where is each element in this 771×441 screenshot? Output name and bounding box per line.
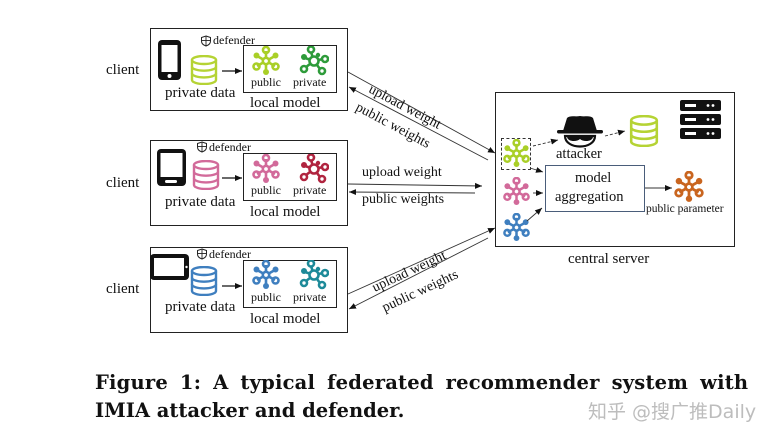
figure-caption-line2: IMIA attacker and defender. [95,399,405,422]
public-label-2: public [251,183,281,197]
defender-label-3: defender [209,247,251,261]
tablet-landscape-icon [150,254,189,280]
private-model-icon [299,154,329,184]
shield-icon [197,248,207,260]
private-data-label-3: private data [165,299,236,315]
public-model-icon [252,154,280,184]
uploaded-model-icon [503,213,530,242]
local-model-label-1: local model [250,95,321,111]
central-server-label: central server [568,251,650,267]
uploaded-model-icon [503,139,530,168]
smartphone-icon [158,40,181,80]
aggregation-label-line2: aggregation [555,189,624,205]
private-label-1: private [293,75,327,89]
aggregation-label-line1: model [575,170,612,186]
attacker-icon [557,116,603,148]
shield-icon [197,141,207,153]
client-label-2: client [106,175,140,191]
figure-caption-line1: Figure 1: A typical federated recommende… [95,371,749,394]
upload-arrow-2 [347,182,483,189]
local-model-label-2: local model [250,204,321,220]
upload-arrow-3 [347,227,496,295]
download-arrow-3 [348,237,489,310]
uploaded-model-icon [503,177,530,206]
shield-icon [201,35,211,47]
attacker-label: attacker [556,146,602,162]
selected-model-dashed-box [501,138,531,170]
tablet-icon [157,149,186,186]
watermark: 知乎 @搜广推Daily [588,401,757,423]
private-model-icon [299,260,329,290]
client-label-1: client [106,62,140,78]
public-label-3: public [251,290,281,304]
defender-label-2: defender [209,140,251,154]
upload-weight-label-2: upload weight [362,165,442,180]
private-model-icon [299,46,329,76]
upload-arrow-1 [347,71,496,154]
database-icon [190,266,218,296]
public-weights-label-2: public weights [362,192,445,207]
server-rack-icon [680,100,721,139]
private-data-label-1: private data [165,85,236,101]
defender-label-1: defender [213,33,255,47]
private-label-3: private [293,290,327,304]
public-label-1: public [251,75,281,89]
client-label-3: client [106,281,140,297]
model-aggregation-box [545,165,645,212]
stolen-data-icon [629,115,659,147]
download-arrow-2 [348,189,476,196]
public-parameter-label: public parameter [646,203,724,215]
database-icon [192,160,220,190]
public-model-icon [252,260,280,290]
local-model-label-3: local model [250,311,321,327]
private-data-label-2: private data [165,194,236,210]
database-icon [190,55,218,85]
public-model-icon [252,46,280,76]
private-label-2: private [293,183,327,197]
public-parameter-icon [674,171,704,203]
download-arrow-1 [348,86,489,161]
